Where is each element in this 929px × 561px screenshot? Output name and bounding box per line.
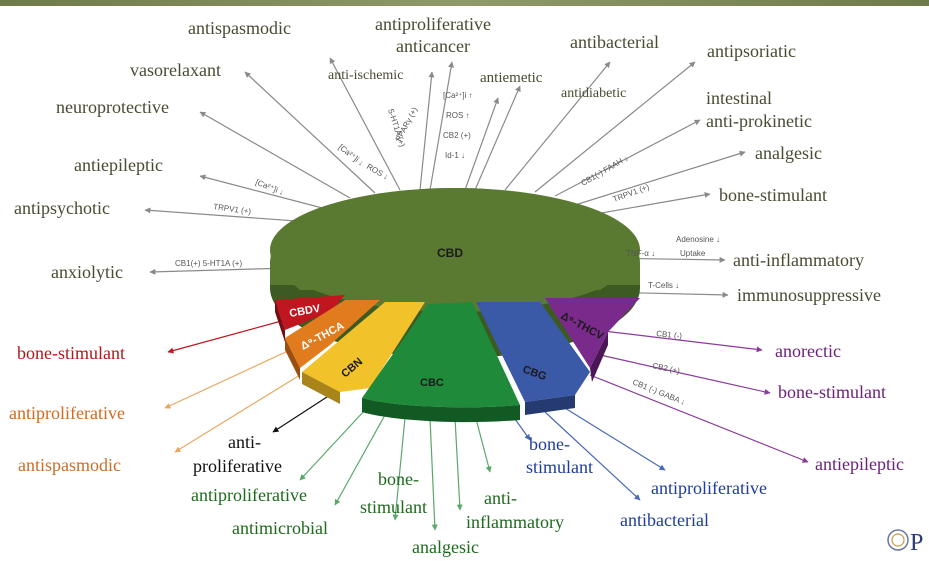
- label-cbn-proliferative: proliferative: [193, 456, 282, 476]
- label-anti-ischemic: anti-ischemic: [328, 68, 404, 83]
- mech-tcells: T-Cells ↓: [648, 281, 679, 290]
- label-antiepileptic: antiepileptic: [74, 155, 163, 175]
- thca-segment: [285, 300, 380, 368]
- mech-cb1-5ht1a: CB1(+) 5-HT1A (+): [175, 259, 242, 268]
- label-anti-prokinetic: anti-prokinetic: [706, 111, 812, 131]
- thca-arrow-2: [174, 374, 301, 453]
- label-anxiolytic: anxiolytic: [51, 262, 123, 282]
- label-antibacterial: antibacterial: [570, 32, 659, 52]
- mech-thcv-cb2: CB2 (+): [652, 361, 681, 376]
- label-thcv-anorectic: anorectic: [775, 341, 841, 361]
- label-anticancer: anticancer: [396, 36, 470, 56]
- label-anti-inflammatory: anti-inflammatory: [733, 250, 864, 270]
- mech-adenosine-1: Adenosine ↓: [676, 235, 720, 244]
- cbdv-label: CBDV: [288, 303, 321, 320]
- cbc-segment: [362, 302, 520, 408]
- mech-cb1-faah: CB1(-) FAAH ↓: [580, 153, 630, 187]
- mech-ros-up: ROS ↑: [446, 111, 470, 120]
- label-cbc-antiinflammatory-1: anti-: [484, 488, 517, 508]
- label-antispasmodic: antispasmodic: [188, 18, 291, 38]
- label-cbc-antiproliferative: antiproliferative: [191, 485, 307, 505]
- cbc-label: CBC: [420, 377, 444, 389]
- label-thca-antispasmodic: antispasmodic: [18, 455, 121, 475]
- label-cbg-antibacterial: antibacterial: [620, 510, 709, 530]
- cbn-segment: [302, 302, 425, 392]
- label-analgesic: analgesic: [755, 143, 822, 163]
- cbd-label: CBD: [437, 246, 463, 260]
- label-antipsychotic: antipsychotic: [14, 198, 110, 218]
- label-antiemetic: antiemetic: [480, 70, 543, 86]
- label-thcv-antiepileptic: antiepileptic: [815, 454, 904, 474]
- label-cbdv-bone-stimulant: bone-stimulant: [17, 343, 125, 363]
- label-bone-stimulant: bone-stimulant: [719, 185, 827, 205]
- label-cbc-analgesic: analgesic: [412, 537, 479, 557]
- mech-cb2: CB2 (+): [443, 131, 471, 140]
- label-cbc-antimicrobial: antimicrobial: [232, 518, 328, 538]
- mech-id1: Id-1 ↓: [445, 151, 465, 160]
- thcv-arrows: [589, 329, 809, 463]
- label-cbc-bone-2: stimulant: [360, 497, 427, 517]
- cbdv-arrow: [167, 319, 286, 354]
- cbn-arrow: [272, 394, 331, 433]
- label-cbg-bone-2: stimulant: [526, 457, 593, 477]
- label-cbc-antiinflammatory-2: inflammatory: [466, 512, 564, 532]
- label-thcv-bone-stimulant: bone-stimulant: [778, 382, 886, 402]
- thca-arrow-1: [164, 349, 291, 409]
- label-cbg-bone-1: bone-: [529, 434, 570, 454]
- label-neuroprotective: neuroprotective: [56, 97, 169, 117]
- thcv-segment: [545, 298, 640, 368]
- publisher-logo: P: [886, 524, 926, 556]
- label-immunosuppressive: immunosuppressive: [737, 285, 881, 305]
- cbd-arrows: [144, 57, 746, 298]
- cbg-segment: [476, 302, 590, 402]
- label-cbg-antiproliferative: antiproliferative: [651, 478, 767, 498]
- label-antiproliferative-1: antiproliferative: [375, 14, 491, 34]
- mech-trpv1-b: TRPV1 (+): [612, 182, 651, 204]
- mech-adenosine-2: Uptake: [680, 249, 706, 258]
- cbc-arrows: [299, 409, 492, 531]
- label-cbc-bone-1: bone-: [378, 469, 419, 489]
- mech-ca-down: [Ca²⁺]i ↓: [337, 142, 366, 167]
- label-vasorelaxant: vasorelaxant: [130, 60, 221, 80]
- top-band: [0, 0, 929, 6]
- mech-tnf: TNF-α ↓: [626, 249, 655, 258]
- mech-trpv1-a: TRPV1 (+): [213, 202, 252, 216]
- label-antipsoriatic: antipsoriatic: [707, 41, 796, 61]
- label-intestinal: intestinal: [706, 88, 772, 108]
- cbdv-segment: [275, 295, 345, 330]
- label-cbn-anti: anti-: [228, 432, 261, 452]
- label-thca-antiproliferative: antiproliferative: [9, 403, 125, 423]
- mech-thcv-cb1: CB1 (-): [656, 329, 683, 341]
- logo-letter: P: [910, 530, 923, 556]
- mech-ca-up: [Ca²⁺]i ↑: [443, 91, 473, 100]
- label-antidiabetic: antidiabetic: [561, 86, 627, 101]
